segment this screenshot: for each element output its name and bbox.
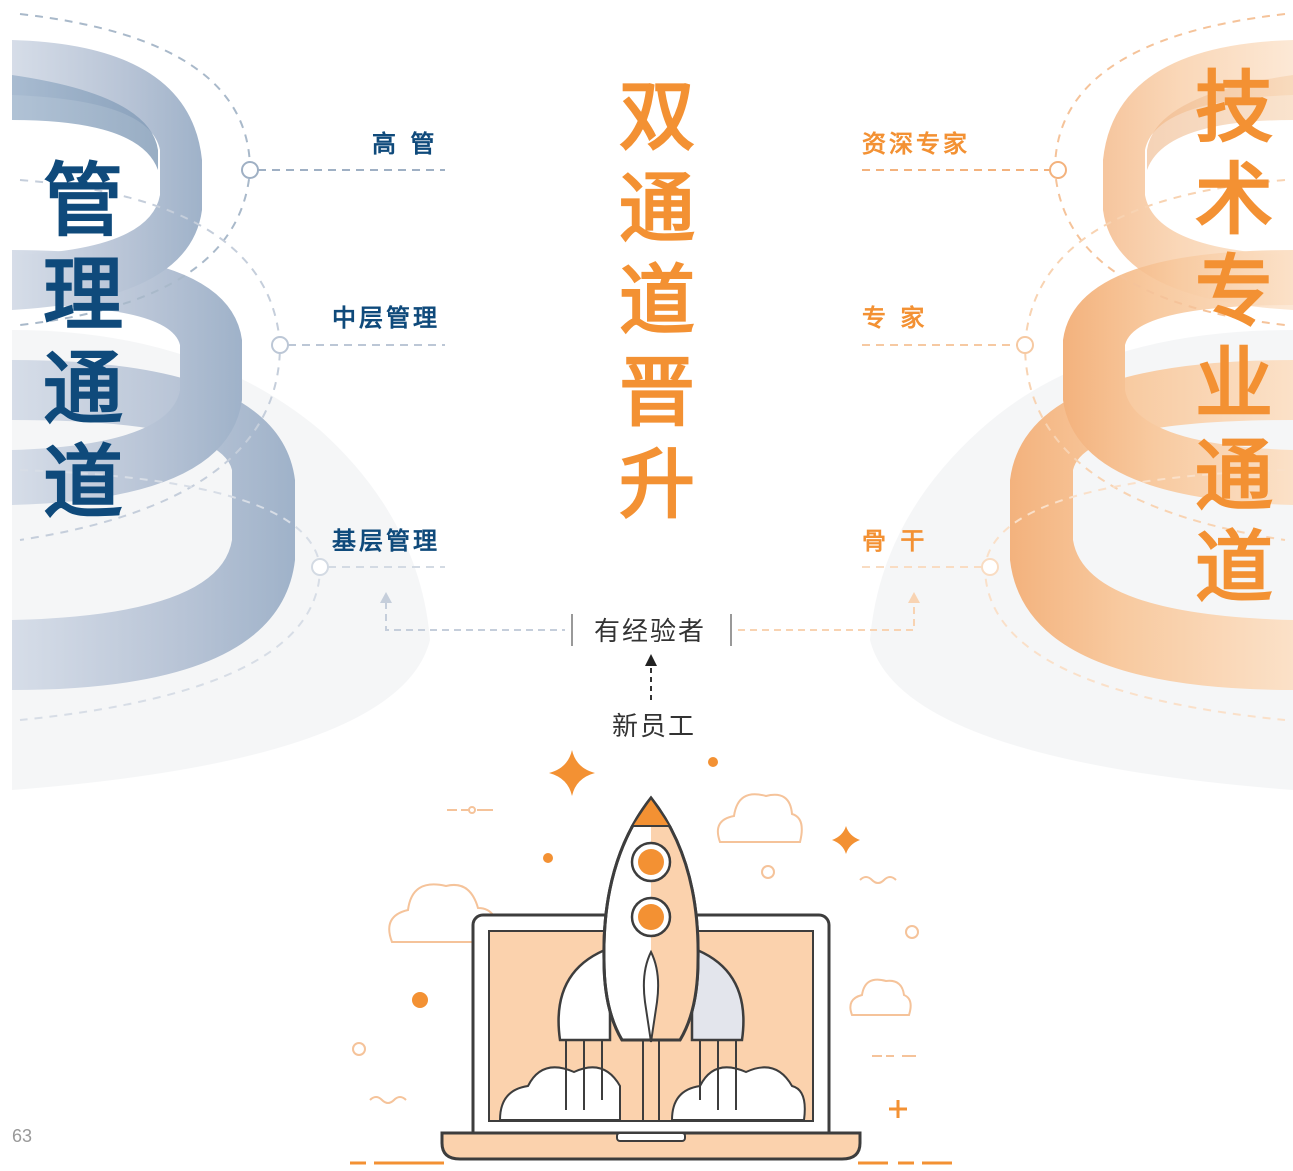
experienced-hire-label: 有经验者 <box>594 617 707 647</box>
level-senior-management: 高 管 <box>372 130 438 158</box>
level-expert: 专 家 <box>862 304 928 332</box>
level-backbone: 骨 干 <box>862 527 928 555</box>
decorations <box>352 750 919 1118</box>
management-channel-title: 管理通道 <box>30 158 123 534</box>
management-connectors <box>241 161 445 576</box>
page-number: 63 <box>12 1126 33 1146</box>
rocket-icon <box>557 795 745 1120</box>
entry-flow-arrows <box>380 592 920 700</box>
level-frontline-management: 基层管理 <box>332 527 440 555</box>
technical-channel-title: 技术专业通道 <box>1182 66 1272 618</box>
cloud-icon <box>716 793 803 843</box>
technical-connectors <box>862 161 1067 576</box>
level-senior-expert: 资深专家 <box>862 130 970 158</box>
dual-channel-promotion-title: 双通道晋升 <box>606 76 695 536</box>
new-employee-label: 新员工 <box>612 712 697 742</box>
sparkle-icon <box>549 750 595 796</box>
sparkle-icon <box>832 826 860 854</box>
arrow-up-icon <box>380 592 392 603</box>
level-middle-management: 中层管理 <box>332 304 440 332</box>
arrow-up-icon <box>645 654 657 666</box>
arrow-up-icon <box>908 592 920 603</box>
cloud-icon <box>849 978 912 1016</box>
cloud-icon <box>388 883 500 943</box>
